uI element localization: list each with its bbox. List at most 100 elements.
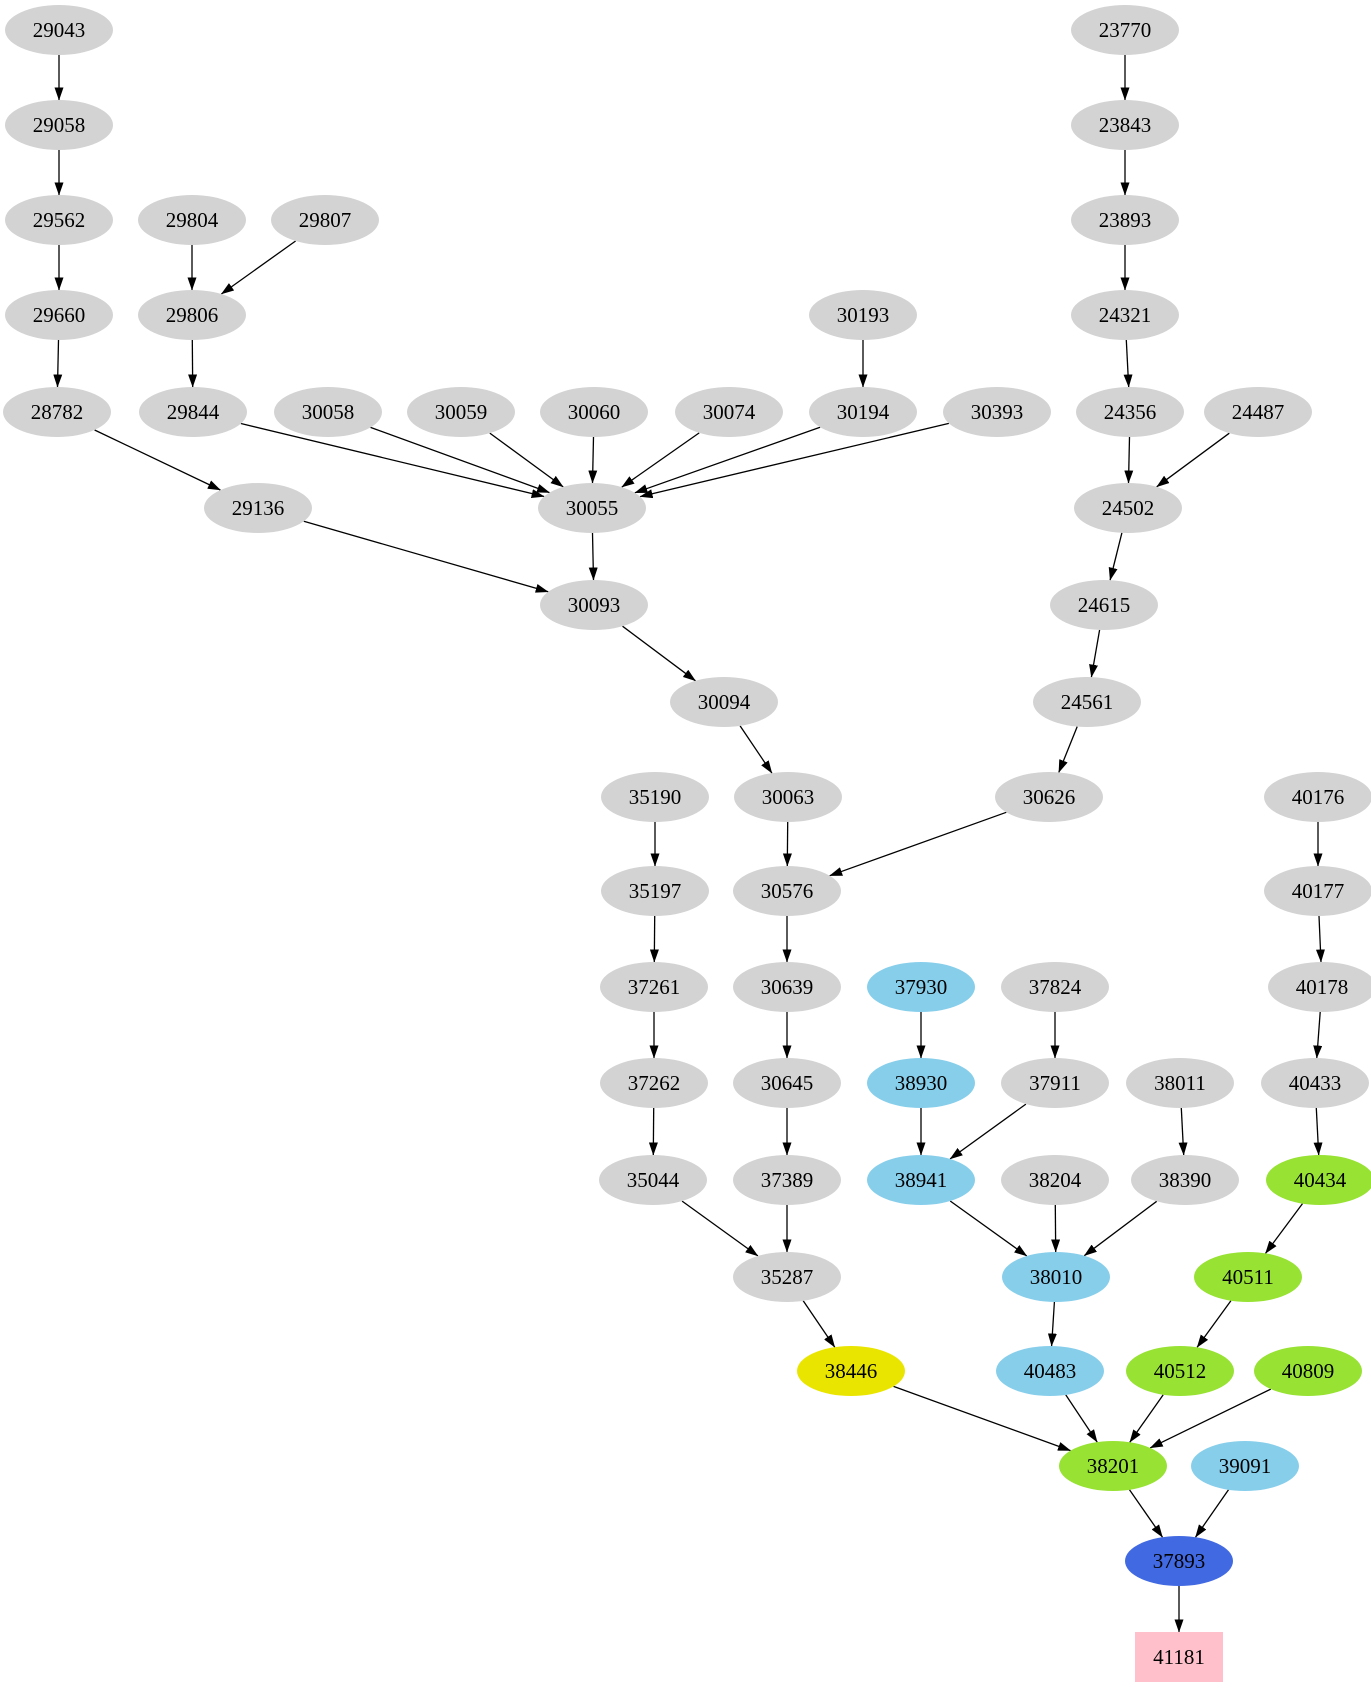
graph-edge-29136-30093 (303, 520, 549, 593)
node-ellipse-shape (1264, 866, 1371, 916)
graph-node-label: 23843 (1099, 113, 1152, 137)
node-ellipse-shape (733, 962, 841, 1012)
graph-node-label: 38930 (895, 1071, 948, 1095)
graph-node-label: 41181 (1153, 1645, 1205, 1669)
graph-node-40177: 40177 (1264, 866, 1371, 916)
graph-node-label: 29660 (33, 303, 86, 327)
graph-node-label: 30639 (761, 975, 814, 999)
graph-node-label: 23770 (1099, 18, 1152, 42)
graph-node-24321: 24321 (1071, 290, 1179, 340)
node-ellipse-shape (600, 1058, 708, 1108)
graph-node-label: 38204 (1029, 1168, 1082, 1192)
graph-node-30393: 30393 (943, 387, 1051, 437)
node-ellipse-shape (1071, 195, 1179, 245)
graph-node-41181: 41181 (1135, 1632, 1223, 1682)
graph-node-37930: 37930 (867, 962, 975, 1012)
node-ellipse-shape (1074, 483, 1182, 533)
node-ellipse-shape (867, 962, 975, 1012)
node-ellipse-shape (1261, 1058, 1369, 1108)
node-ellipse-shape (601, 866, 709, 916)
graph-node-label: 24561 (1061, 690, 1114, 714)
graph-node-37824: 37824 (1001, 962, 1109, 1012)
graph-node-label: 23893 (1099, 208, 1152, 232)
graph-edge-40512-38201 (1129, 1394, 1164, 1443)
graph-node-label: 30626 (1023, 785, 1076, 809)
node-ellipse-shape (995, 772, 1103, 822)
graph-node-label: 30058 (302, 400, 355, 424)
graph-node-label: 40178 (1296, 975, 1349, 999)
graph-node-label: 37893 (1153, 1549, 1206, 1573)
graph-node-label: 30645 (761, 1071, 814, 1095)
node-ellipse-shape (733, 1155, 841, 1205)
graph-node-label: 24487 (1232, 400, 1285, 424)
graph-edge-29844-30055 (240, 422, 545, 498)
graph-node-30576: 30576 (733, 866, 841, 916)
graph-node-label: 28782 (31, 400, 84, 424)
graph-edge-30059-30055 (489, 432, 564, 488)
graph-node-35287: 35287 (733, 1252, 841, 1302)
node-ellipse-shape (670, 677, 778, 727)
graph-node-label: 40483 (1024, 1359, 1077, 1383)
graph-node-38941: 38941 (867, 1155, 975, 1205)
graph-node-label: 29807 (299, 208, 352, 232)
graph-edge-28782-29136 (94, 429, 221, 491)
graph-node-30055: 30055 (538, 483, 646, 533)
graph-node-label: 29136 (232, 496, 285, 520)
graph-node-label: 40512 (1154, 1359, 1207, 1383)
graph-node-29804: 29804 (138, 195, 246, 245)
node-ellipse-shape (540, 387, 648, 437)
node-ellipse-shape (407, 387, 515, 437)
graph-node-label: 29806 (166, 303, 219, 327)
graph-node-29807: 29807 (271, 195, 379, 245)
graph-edge-40433-40434 (1313, 1107, 1323, 1156)
node-ellipse-shape (1050, 580, 1158, 630)
node-ellipse-shape (943, 387, 1051, 437)
graph-node-label: 40511 (1222, 1265, 1274, 1289)
node-ellipse-shape (274, 387, 382, 437)
graph-edge-30094-30063 (739, 725, 773, 774)
graph-node-23893: 23893 (1071, 195, 1179, 245)
node-ellipse-shape (1125, 1536, 1233, 1586)
graph-node-35197: 35197 (601, 866, 709, 916)
graph-edge-38201-37893 (1128, 1489, 1164, 1538)
graph-edge-38941-38010 (949, 1200, 1028, 1257)
graph-edge-38390-38010 (1083, 1200, 1158, 1257)
graph-edge-30058-30055 (370, 426, 550, 494)
graph-node-24356: 24356 (1076, 387, 1184, 437)
node-ellipse-shape (1001, 1058, 1109, 1108)
node-ellipse-shape (733, 866, 841, 916)
graph-node-35044: 35044 (599, 1155, 707, 1205)
graph-node-label: 37261 (628, 975, 681, 999)
graph-node-label: 24321 (1099, 303, 1152, 327)
graph-node-38390: 38390 (1131, 1155, 1239, 1205)
graph-edge-24321-24356 (1123, 339, 1133, 388)
node-ellipse-shape (1001, 1155, 1109, 1205)
graph-edge-40178-40433 (1313, 1011, 1323, 1059)
graph-node-29660: 29660 (5, 290, 113, 340)
graph-node-24615: 24615 (1050, 580, 1158, 630)
graph-node-30193: 30193 (809, 290, 917, 340)
graph-edge-24502-24615 (1108, 532, 1123, 581)
graph-node-29562: 29562 (5, 195, 113, 245)
graph-node-30094: 30094 (670, 677, 778, 727)
graph-node-38010: 38010 (1002, 1252, 1110, 1302)
graph-edge-37911-38941 (949, 1103, 1027, 1160)
graph-node-label: 35287 (761, 1265, 814, 1289)
graph-node-label: 30094 (698, 690, 751, 714)
graph-node-label: 30060 (568, 400, 621, 424)
graph-node-40434: 40434 (1266, 1155, 1371, 1205)
graph-node-24502: 24502 (1074, 483, 1182, 533)
graph-edge-24561-30626 (1058, 726, 1078, 773)
graph-node-30074: 30074 (675, 387, 783, 437)
graph-node-40178: 40178 (1268, 962, 1371, 1012)
graph-node-24561: 24561 (1033, 677, 1141, 727)
graph-node-29136: 29136 (204, 483, 312, 533)
graph-node-37911: 37911 (1001, 1058, 1109, 1108)
graph-node-label: 40176 (1292, 785, 1345, 809)
node-ellipse-shape (5, 100, 113, 150)
graph-node-label: 30393 (971, 400, 1024, 424)
graph-edge-40483-38201 (1065, 1394, 1098, 1443)
graph-node-38930: 38930 (867, 1058, 975, 1108)
graph-node-30626: 30626 (995, 772, 1103, 822)
